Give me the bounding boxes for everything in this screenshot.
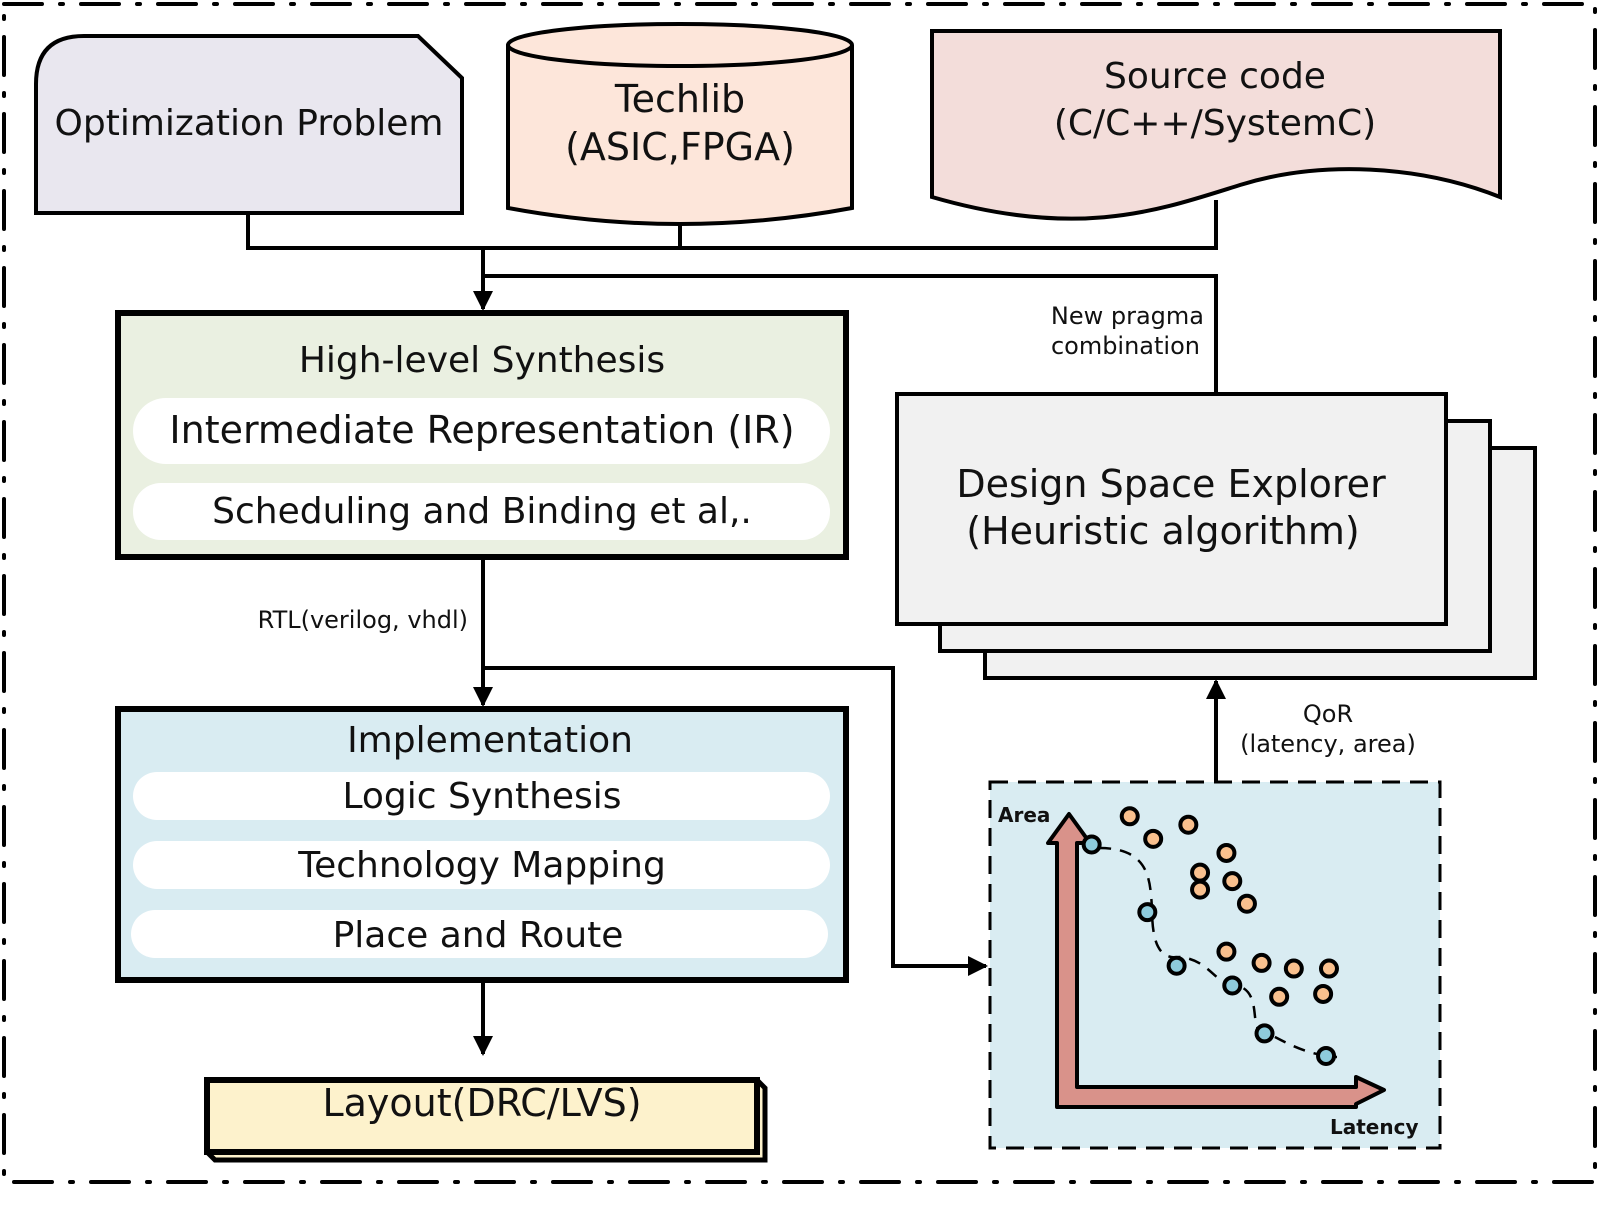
rtl-connectors (473, 557, 988, 976)
pareto-point (1137, 902, 1158, 923)
dominated-point (1269, 986, 1290, 1007)
dse-card-front (895, 392, 1448, 626)
optimization-problem-label: Optimization Problem (55, 103, 444, 144)
pareto-point (1316, 1045, 1337, 1066)
new-pragma-label-line2: combination (1051, 332, 1200, 360)
dominated-point (1283, 958, 1304, 979)
hls-title: High-level Synthesis (299, 340, 665, 381)
hls-box: High-level Synthesis Intermediate Repres… (115, 310, 849, 560)
outer-frame (2, 2, 1597, 1184)
x-axis-label: Latency (1330, 1115, 1419, 1139)
hls-step-pill (133, 398, 830, 464)
dominated-point (1190, 862, 1211, 883)
techlib-title: Techlib (614, 77, 745, 121)
source-code-title: Source code (1104, 56, 1326, 97)
source-code-document: Source code (C/C++/SystemC) (930, 29, 1502, 221)
hls-step-ir: Intermediate Representation (IR) (169, 408, 794, 452)
techlib-cylinder: Techlib (ASIC,FPGA) (506, 22, 854, 226)
dominated-point (1119, 806, 1140, 827)
dominated-point (1190, 879, 1211, 900)
impl-step-logic-synthesis: Logic Synthesis (342, 776, 621, 817)
impl-step-pill (131, 910, 828, 958)
design-space-explorer-stack: Design Space Explorer (Heuristic algorit… (895, 392, 1537, 680)
y-axis-label: Area (998, 803, 1050, 827)
techlib-subtitle: (ASIC,FPGA) (565, 125, 795, 169)
input-connectors (246, 200, 1218, 393)
dominated-point (1178, 814, 1199, 835)
layout-box: Layout(DRC/LVS) (204, 1077, 768, 1163)
dominated-point (1216, 941, 1237, 962)
dominated-point (1222, 871, 1243, 892)
pareto-point (1222, 975, 1243, 996)
dominated-point (1313, 983, 1334, 1004)
impl-step-technology-mapping: Technology Mapping (297, 845, 666, 886)
new-pragma-label-line1: New pragma (1051, 302, 1204, 330)
dominated-point (1236, 893, 1257, 914)
pareto-point (1166, 955, 1187, 976)
impl-step-pill (133, 841, 830, 889)
hls-step-scheduling: Scheduling and Binding et al,. (212, 491, 752, 532)
dse-title: Design Space Explorer (956, 462, 1386, 506)
dse-subtitle: (Heuristic algorithm) (966, 509, 1360, 553)
dominated-point (1318, 958, 1339, 979)
implementation-title: Implementation (347, 720, 633, 761)
layout-label: Layout(DRC/LVS) (322, 1081, 641, 1125)
optimization-problem-box: Optimization Problem (34, 34, 464, 215)
implementation-box: Implementation Logic Synthesis Technolog… (115, 706, 849, 983)
rtl-label: RTL(verilog, vhdl) (258, 606, 468, 634)
qor-label-line1: QoR (1303, 700, 1353, 728)
latency-area-axes (1046, 812, 1386, 1109)
dominated-point (1251, 952, 1272, 973)
pareto-point (1081, 834, 1102, 855)
hls-step-pill (133, 483, 830, 540)
dominated-point (1216, 842, 1237, 863)
qor-label-line2: (latency, area) (1240, 730, 1416, 758)
pareto-point (1254, 1023, 1275, 1044)
source-code-subtitle: (C/C++/SystemC) (1054, 103, 1376, 144)
impl-step-pill (133, 772, 830, 820)
impl-step-place-route: Place and Route (333, 915, 624, 956)
pareto-panel: Area Latency (988, 780, 1442, 1150)
dominated-point (1143, 828, 1164, 849)
